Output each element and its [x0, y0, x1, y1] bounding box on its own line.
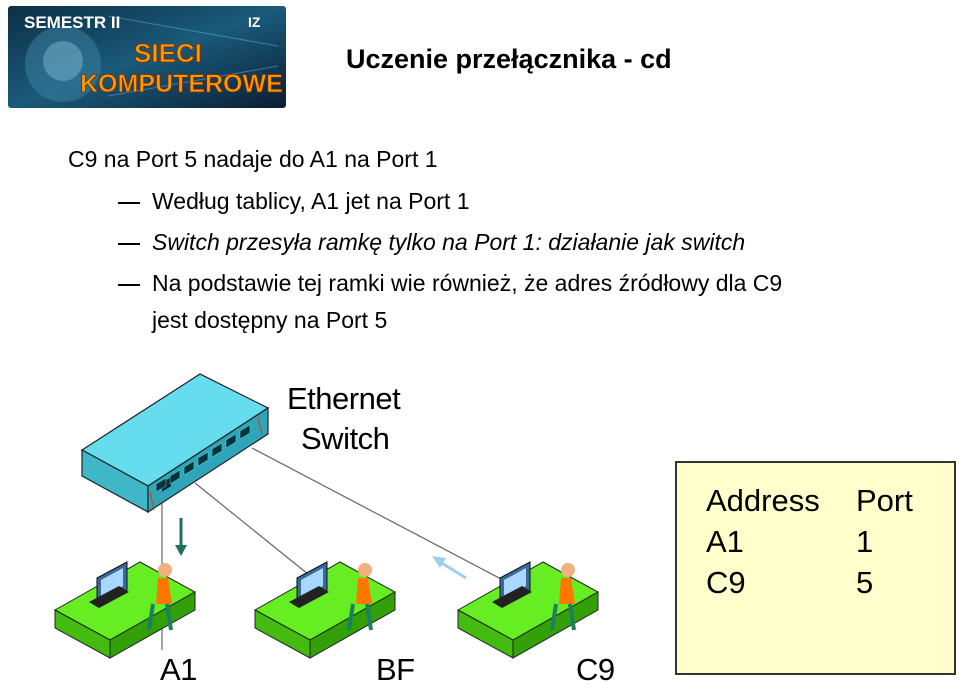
dash-3	[118, 284, 140, 286]
table-header-port: Port	[856, 483, 913, 518]
table-header-address: Address	[706, 483, 820, 518]
address-table: Address Port A1 1 C9 5	[675, 461, 956, 675]
sub-bullet-2: Switch przesyła ramkę tylko na Port 1: d…	[152, 229, 746, 255]
table-cell-address-2: C9	[706, 565, 746, 600]
sub-bullet-3-line-2: jest dostępny na Port 5	[152, 307, 388, 333]
host-label-bf: BF	[376, 652, 415, 687]
workstation-a1	[53, 561, 197, 659]
page-title: Uczenie przełącznika - cd	[346, 44, 672, 74]
logo-komputerowe-text: KOMPUTEROWE	[80, 70, 283, 98]
switch-label-line-1: Ethernet	[287, 381, 401, 416]
table-cell-port-1: 1	[856, 524, 874, 559]
workstation-bf	[253, 561, 397, 659]
frame-arrow-down	[175, 518, 187, 556]
dash-2	[118, 243, 140, 245]
host-label-c9: C9	[576, 652, 615, 687]
host-label-a1: A1	[160, 652, 197, 687]
logo: SEMESTR II IZ SIECI KOMPUTEROWE	[8, 6, 286, 108]
dash-1	[118, 202, 140, 204]
logo-sieci-text: SIECI	[134, 38, 202, 68]
workstation-c9	[456, 561, 600, 659]
sub-bullet-1: Według tablicy, A1 jet na Port 1	[152, 188, 470, 214]
table-cell-port-2: 5	[856, 565, 874, 600]
switch-label-line-2: Switch	[301, 421, 390, 456]
network-diagram	[53, 373, 600, 659]
logo-semester-text: SEMESTR II	[24, 13, 120, 32]
main-bullet: C9 na Port 5 nadaje do A1 na Port 1	[68, 146, 438, 172]
table-cell-address-1: A1	[706, 524, 744, 559]
frame-arrow-up	[432, 556, 467, 580]
sub-bullet-3-line-1: Na podstawie tej ramki wie również, że a…	[152, 270, 783, 296]
logo-corner-text: IZ	[248, 14, 261, 30]
ethernet-switch	[80, 373, 270, 514]
